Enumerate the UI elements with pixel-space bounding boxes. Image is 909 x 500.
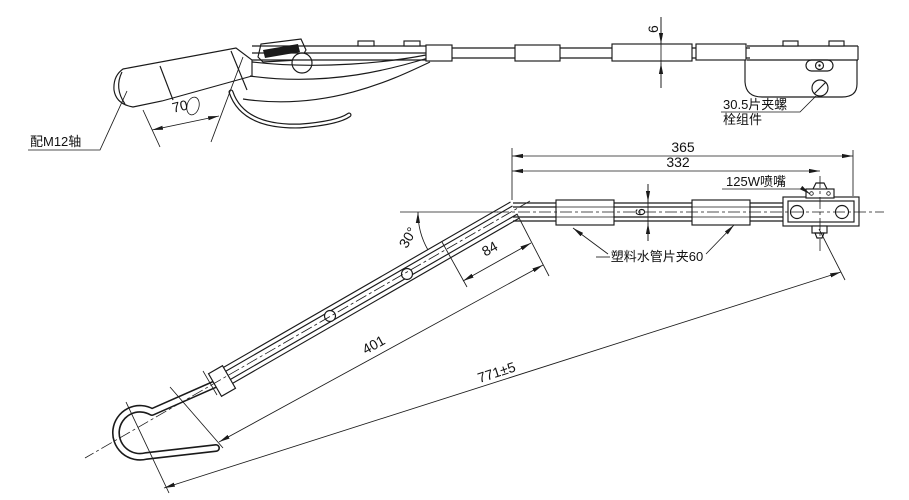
clamp-slot: [805, 59, 834, 72]
ferrule: [207, 364, 237, 398]
dim-head-width: 70: [142, 56, 244, 148]
dim-overall-horizontal-label: 365: [671, 139, 695, 155]
arm-inclined: [214, 201, 520, 389]
dim-lower-segment-label: 401: [359, 332, 387, 357]
label-nozzle: 125W喷嘴: [722, 174, 811, 195]
dim-head-width-label: 70: [170, 97, 189, 116]
label-clip-bolt-line1: 30.5片夹螺: [723, 97, 787, 112]
end-clamp-tab: [828, 40, 845, 47]
label-hose-clip-text: 塑料水管片夹60: [611, 249, 703, 264]
pivot-hole: [291, 52, 313, 74]
end-clamp-bar: [747, 45, 859, 61]
dim-arm-thickness: 6: [632, 184, 651, 241]
spring-loop: [186, 96, 200, 116]
dim-bend-angle-label: 30°: [395, 224, 419, 250]
side-view: 365 332 125W喷嘴 6 塑料水管片夹60: [84, 139, 884, 494]
arm-connector: [425, 44, 453, 62]
label-shaft-fit-text: 配M12轴: [30, 134, 81, 149]
dim-overall-horizontal: 365: [511, 139, 854, 200]
label-nozzle-text: 125W喷嘴: [726, 174, 786, 189]
label-hose-clip: 塑料水管片夹60: [572, 224, 735, 264]
dim-upper-segment: 84: [441, 213, 550, 288]
hook-end: [111, 378, 224, 461]
dim-blade-thickness: 6: [645, 17, 664, 88]
rod-sleeve: [611, 43, 693, 62]
dim-lower-segment: 401: [169, 264, 544, 449]
dim-upper-segment-label: 84: [479, 238, 501, 260]
end-clamp-body: [744, 60, 858, 98]
retainer-tab: [403, 40, 421, 47]
retainer-tab: [357, 40, 375, 47]
end-clamp-tab: [782, 40, 799, 47]
label-clip-bolt: 30.5片夹螺 栓组件: [721, 95, 817, 127]
rod-sleeve: [695, 43, 747, 61]
centerline-inclined: [84, 200, 531, 459]
arm-hole: [323, 309, 337, 323]
dim-to-nozzle: 332: [512, 154, 820, 174]
rod-sleeve: [514, 44, 561, 62]
dim-to-nozzle-label: 332: [666, 154, 690, 170]
wiper-head: [113, 47, 253, 108]
hose-clip-right: [691, 199, 751, 226]
top-view: 6 70 配M12轴 30.5片夹螺 栓组件: [28, 17, 859, 151]
label-clip-bolt-line2: 栓组件: [723, 112, 762, 127]
hose-clip-left: [555, 199, 615, 226]
dim-blade-thickness-label: 6: [645, 25, 661, 33]
clamp-screw-icon: [811, 79, 829, 97]
end-bracket: [782, 182, 860, 239]
dim-arm-thickness-label: 6: [632, 208, 648, 216]
label-shaft-fit: 配M12轴: [28, 90, 128, 151]
pivot-clamp: [257, 38, 307, 63]
